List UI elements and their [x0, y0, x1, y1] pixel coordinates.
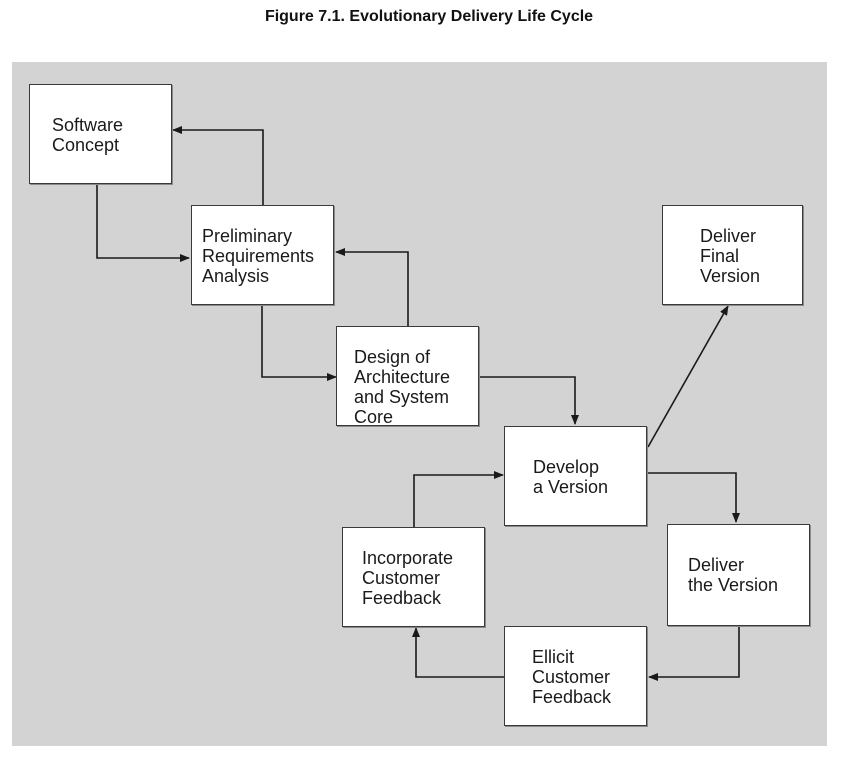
node-preliminary-requirements-label: Preliminary Requirements Analysis [202, 226, 315, 286]
node-design-architecture-label: Design of Architecture and System Core [354, 347, 451, 427]
arrow-requirements-to-concept [172, 126, 264, 205]
arrow-develop-to-deliver [647, 472, 740, 523]
node-software-concept-label: Software Concept [52, 115, 124, 155]
node-develop-version: Develop a Version [504, 426, 647, 526]
node-develop-version-label: Develop a Version [533, 457, 609, 497]
node-elicit-feedback: Ellicit Customer Feedback [504, 626, 647, 726]
node-elicit-feedback-label: Ellicit Customer Feedback [532, 647, 612, 707]
arrow-develop-to-final [647, 305, 729, 448]
node-incorporate-feedback: Incorporate Customer Feedback [342, 527, 485, 627]
node-deliver-final-label: Deliver Final Version [700, 226, 761, 286]
arrow-deliver-to-elicit [648, 626, 740, 681]
node-incorporate-feedback-label: Incorporate Customer Feedback [362, 548, 454, 608]
arrow-requirements-to-design [261, 305, 337, 381]
node-deliver-version-label: Deliver the Version [688, 555, 779, 595]
arrow-concept-to-requirements [96, 184, 190, 262]
node-deliver-version: Deliver the Version [667, 524, 810, 626]
node-deliver-final: Deliver Final Version [662, 205, 803, 305]
arrow-elicit-to-incorporate [412, 627, 505, 678]
figure-title: Figure 7.1. Evolutionary Delivery Life C… [264, 8, 594, 25]
arrow-design-to-requirements [335, 248, 409, 326]
arrow-design-to-develop [479, 376, 579, 425]
arrow-incorporate-to-develop [413, 471, 504, 527]
node-preliminary-requirements: Preliminary Requirements Analysis [191, 205, 334, 305]
node-software-concept: Software Concept [29, 84, 172, 184]
node-design-architecture: Design of Architecture and System Core [336, 326, 479, 427]
